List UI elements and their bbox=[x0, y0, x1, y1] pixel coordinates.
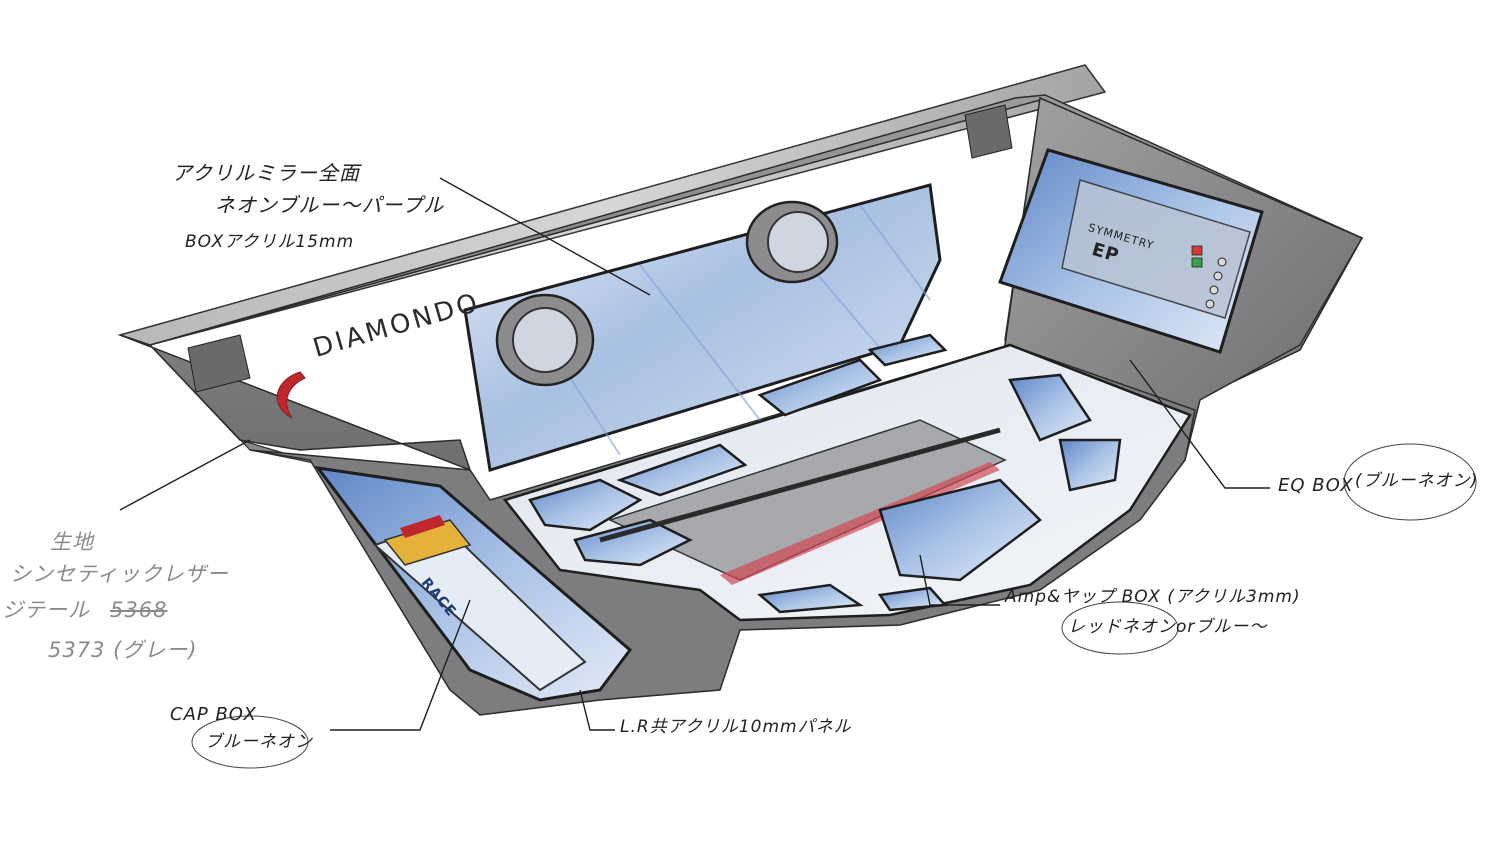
mirror-note-line2: ネオンブルー〜パープル bbox=[215, 193, 445, 217]
capacitor-terminal-red bbox=[400, 515, 445, 538]
brand-swoosh-icon bbox=[276, 371, 306, 419]
box-acrylic-note: BOXアクリル15mm bbox=[185, 232, 355, 252]
amp-note-circle bbox=[1061, 601, 1179, 655]
eq-unit bbox=[1061, 179, 1251, 319]
panel-note: L.R共アクリル10mmパネル bbox=[620, 717, 852, 737]
mirror-note-line1: アクリルミラー全面 bbox=[172, 161, 360, 185]
acrylic-panel-bar bbox=[599, 427, 1001, 543]
speaker-right bbox=[745, 200, 839, 284]
eq-led-green bbox=[1191, 257, 1203, 268]
amp-box-label: Amp&ヤップ BOX (アクリル3mm) bbox=[1005, 587, 1301, 607]
cap-box-label: CAP BOX bbox=[170, 704, 257, 725]
material-note-line4: 5373 (グレー) bbox=[48, 638, 198, 662]
material-note-line3: ジテール bbox=[2, 598, 90, 622]
cap-note-circle bbox=[191, 715, 309, 769]
amp-box-note: レッドネオンorブルー〜 bbox=[1068, 617, 1268, 637]
amplifier-unit bbox=[607, 419, 1007, 581]
leader-lines bbox=[119, 177, 1270, 731]
eq-box-note: (ブルーネオン) bbox=[1355, 471, 1479, 491]
material-note-struck: 5368 bbox=[110, 598, 168, 622]
cap-box-note: ブルーネオン bbox=[205, 732, 313, 752]
corner-tab-left bbox=[187, 334, 251, 393]
speaker-left bbox=[495, 293, 595, 387]
amp-red-accent bbox=[720, 462, 1000, 585]
material-note-line2: シンセティックレザー bbox=[10, 562, 229, 586]
corner-tab-right bbox=[964, 104, 1013, 159]
eq-led-red bbox=[1191, 245, 1203, 256]
eq-note-circle bbox=[1343, 443, 1477, 521]
eq-box-label: EQ BOX bbox=[1278, 475, 1354, 496]
material-note-line1: 生地 bbox=[50, 530, 94, 554]
eq-knobs bbox=[1205, 257, 1227, 309]
